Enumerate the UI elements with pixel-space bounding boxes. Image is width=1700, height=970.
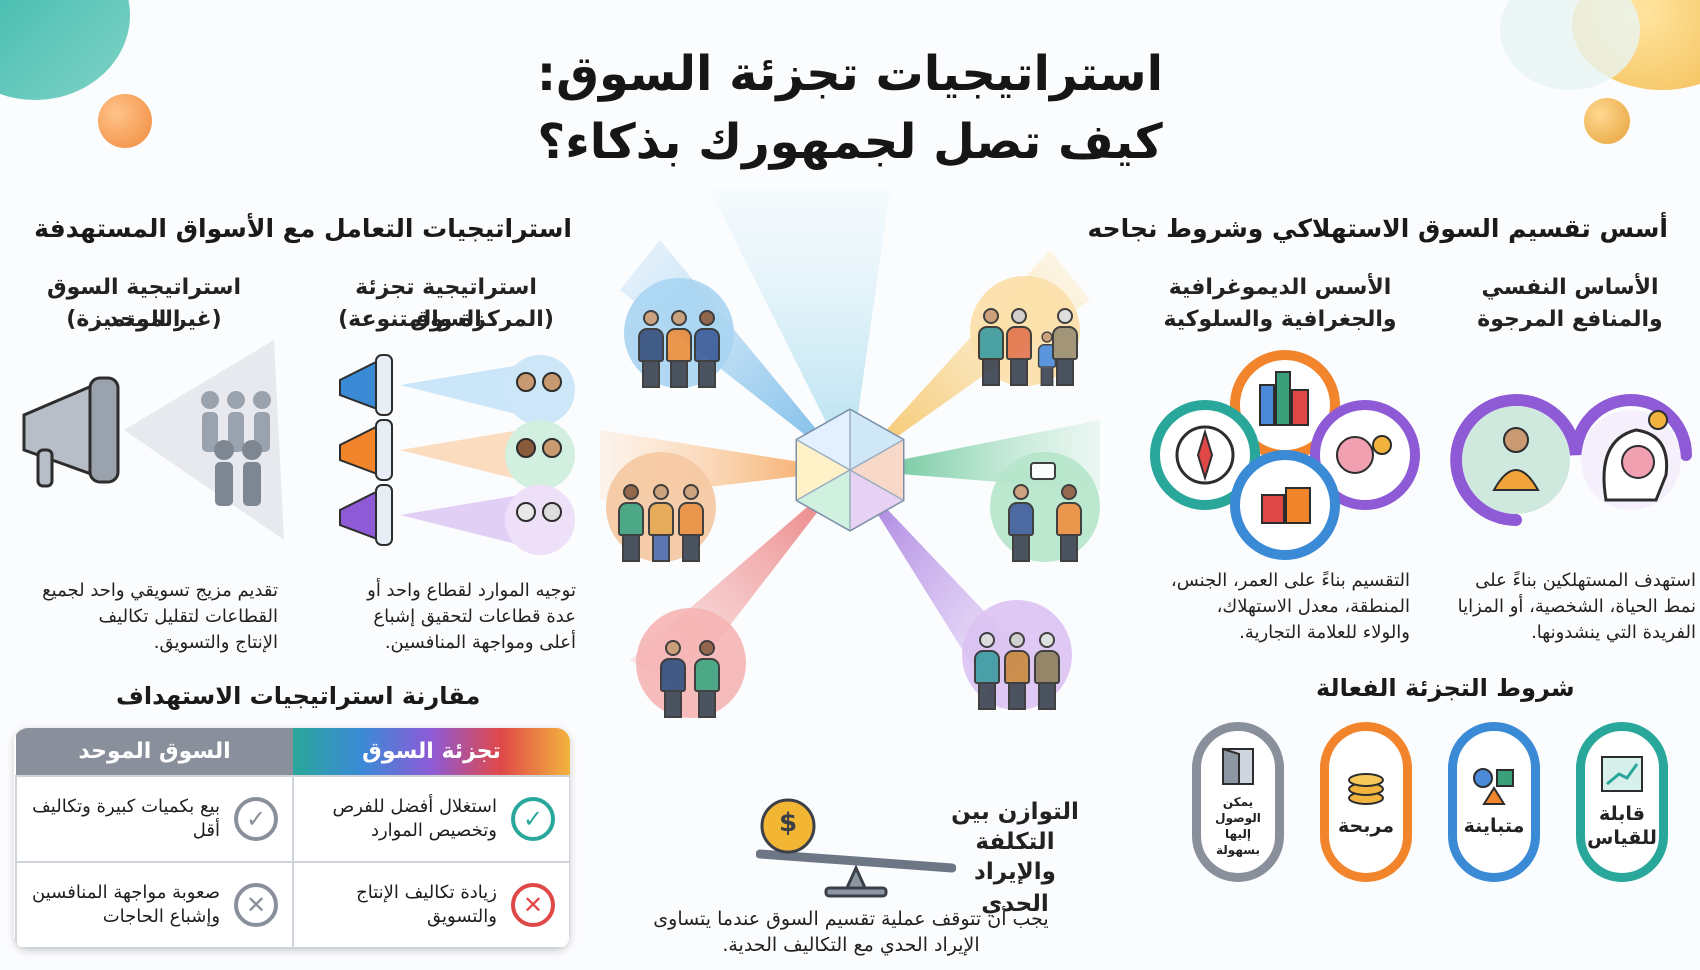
ruler-chart-icon xyxy=(1601,756,1643,792)
condition-label: مربحة xyxy=(1338,815,1394,837)
column-header-unified: السوق الموحد xyxy=(16,728,294,776)
balance-note-line2: الإيراد الحدي مع التكاليف الحدية. xyxy=(722,934,980,956)
door-icon xyxy=(1222,747,1254,785)
unified-title-line1: استراتيجية السوق الموحد xyxy=(46,275,242,332)
group-seniors xyxy=(962,600,1072,710)
demographic-text-line3: والولاء للعلامة التجارية. xyxy=(1239,622,1410,643)
group-coworkers xyxy=(606,452,716,562)
segmentation-text-line1: توجيه الموارد لقطاع واحد أو xyxy=(367,580,576,601)
table-cell: ✕ زيادة تكاليف الإنتاج والتسويق xyxy=(292,861,570,949)
column-header-segmentation: تجزئة السوق xyxy=(293,728,570,776)
condition-label: يمكن الوصول إليها بسهولة xyxy=(1215,795,1261,857)
condition-label: متباينة xyxy=(1463,815,1525,837)
cross-icon: ✕ xyxy=(511,883,555,927)
chat-bubble-icon xyxy=(1030,462,1056,480)
demographic-illustration xyxy=(1150,350,1420,560)
group-office-workers xyxy=(636,608,746,718)
demographic-text-line2: المنطقة، معدل الاستهلاك، xyxy=(1216,596,1410,617)
right-section-heading: أسس تقسيم السوق الاستهلاكي وشروط نجاحه xyxy=(1087,214,1668,243)
segmentation-title-line2: (المركزة والمتنوعة) xyxy=(338,307,554,332)
cross-icon: ✕ xyxy=(234,883,279,927)
balance-title-line3: والإيراد الحدي xyxy=(974,859,1056,917)
condition-differentiable: متباينة xyxy=(1448,722,1540,882)
psychographic-text-line3: الفريدة التي ينشدونها. xyxy=(1531,622,1696,643)
table-cell: ✓ استغلال أفضل للفرص وتخصيص الموارد xyxy=(292,775,570,863)
demographic-title-line1: الأسس الديموغرافية xyxy=(1168,275,1392,300)
unified-illustration xyxy=(22,340,284,540)
balance-note-line1: يجب أن تتوقف عملية تقسيم السوق عندما يتس… xyxy=(653,908,1049,930)
check-icon: ✓ xyxy=(511,797,555,841)
balance-title-line2: التكلفة xyxy=(975,829,1055,855)
psychographic-text-line1: استهدف المستهلكين بناءً على xyxy=(1475,570,1696,591)
decor-blob-gold-small xyxy=(1584,98,1630,144)
left-section-heading: استراتيجيات التعامل مع الأسواق المستهدفة xyxy=(34,214,572,243)
unified-title-line2: (غير المتميزة) xyxy=(66,307,222,332)
condition-label: قابلة للقياس xyxy=(1587,803,1657,849)
pro-unified: بيع بكميات كبيرة وتكاليف أقل xyxy=(32,796,221,841)
psychographic-title-line2: والمنافع المرجوة xyxy=(1477,307,1663,332)
unified-text-line3: الإنتاج والتسويق. xyxy=(153,632,278,653)
psychographic-title-line1: الأساس النفسي xyxy=(1481,275,1659,300)
segmentation-title-line1: استراتيجية تجزئة السوق xyxy=(355,275,537,332)
segmentation-illustration xyxy=(339,354,575,555)
unified-text-line1: تقديم مزيج تسويقي واحد لجميع xyxy=(42,580,278,601)
psychographic-text-line2: نمط الحياة، الشخصية، أو المزايا xyxy=(1457,596,1696,617)
unified-text-line2: القطاعات لتقليل تكاليف xyxy=(98,606,278,627)
table-cell: ✕ صعوبة مواجهة المنافسين وإشباع الحاجات xyxy=(14,861,295,949)
demographic-title-line2: والجغرافية والسلوكية xyxy=(1163,307,1397,332)
page-title-line2: كيف تصل لجمهورك بذكاء؟ xyxy=(537,114,1163,170)
group-family xyxy=(970,276,1080,386)
balance-title-line1: التوازن بين xyxy=(951,799,1079,825)
conditions-heading: شروط التجزئة الفعالة xyxy=(1316,674,1575,702)
group-business-people xyxy=(624,278,734,388)
decor-blob-teal xyxy=(0,0,130,100)
comparison-table: تجزئة السوق السوق الموحد ✓ استغلال أفضل … xyxy=(14,728,570,949)
segmentation-text-line2: عدة قطاعات لتحقيق إشباع xyxy=(373,606,576,627)
table-cell: ✓ بيع بكميات كبيرة وتكاليف أقل xyxy=(14,775,295,863)
group-laptop-meeting xyxy=(990,452,1100,562)
condition-profitable: مربحة xyxy=(1320,722,1412,882)
decor-blob-orange xyxy=(98,94,152,148)
balance-scale-icon xyxy=(756,798,956,898)
condition-measurable: قابلة للقياس xyxy=(1576,722,1668,882)
comparison-heading: مقارنة استراتيجيات الاستهداف xyxy=(116,682,481,710)
con-segmentation: زيادة تكاليف الإنتاج والتسويق xyxy=(356,882,497,927)
pro-segmentation: استغلال أفضل للفرص وتخصيص الموارد xyxy=(332,796,497,841)
psychographic-illustration xyxy=(1450,394,1692,526)
condition-accessible: يمكن الوصول إليها بسهولة xyxy=(1192,722,1284,882)
coin-symbol: $ xyxy=(778,808,798,838)
segmentation-text-line3: أعلى ومواجهة المنافسين. xyxy=(384,632,576,653)
coins-icon xyxy=(1348,773,1384,805)
page-title-line1: استراتيجيات تجزئة السوق: xyxy=(536,46,1164,102)
demographic-text-line1: التقسيم بناءً على العمر، الجنس، xyxy=(1170,570,1410,591)
con-unified: صعوبة مواجهة المنافسين وإشباع الحاجات xyxy=(32,882,221,927)
check-icon: ✓ xyxy=(234,797,279,841)
shapes-icon xyxy=(1473,768,1514,805)
